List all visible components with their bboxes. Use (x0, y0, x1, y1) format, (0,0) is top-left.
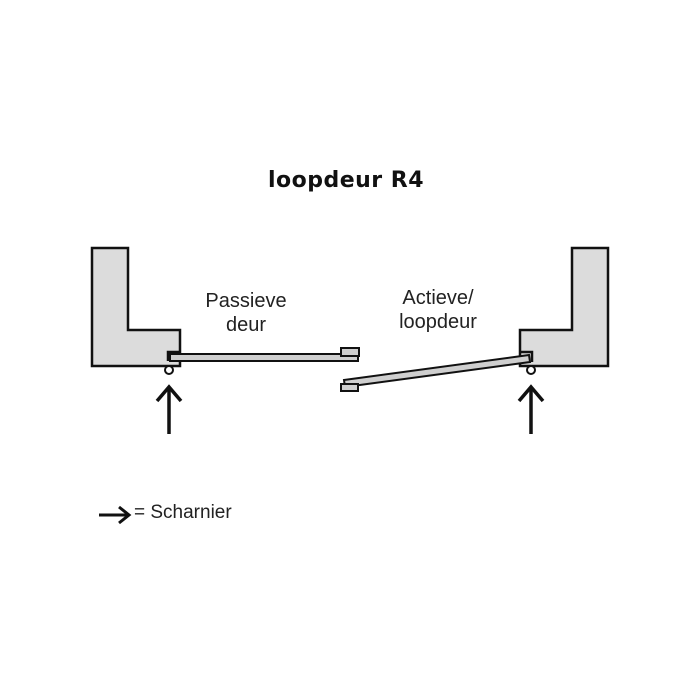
right-hinge-pivot (526, 365, 536, 375)
active-door-leaf (342, 353, 532, 389)
active-door-rebate (340, 383, 359, 392)
active-door-hinge-bracket (519, 350, 534, 362)
right-wall-frame (518, 246, 610, 368)
passive-door-rebate (340, 347, 360, 357)
passive-door-leaf (169, 353, 359, 362)
passive-door (166, 347, 360, 362)
left-hinge-pivot (164, 365, 174, 375)
active-door (340, 350, 534, 392)
left-wall-frame (90, 246, 182, 368)
diagram-title: loopdeur R4 (267, 168, 425, 193)
passive-door-label: Passieve deur (190, 289, 302, 337)
active-door-label-line-1: Actieve/ (402, 287, 474, 309)
left-hinge-arrow-icon (155, 384, 183, 434)
right-hinge-arrow-icon (517, 384, 545, 434)
passive-door-label-line-2: deur (225, 314, 267, 336)
active-door-label-line-2: loopdeur (399, 311, 477, 333)
legend-hinge-text: = Scharnier (134, 502, 232, 523)
passive-door-hinge-bracket (166, 350, 181, 361)
legend-arrow-icon (99, 505, 132, 525)
passive-door-label-line-1: Passieve (205, 290, 287, 312)
active-door-label: Actieve/ loopdeur (374, 286, 502, 334)
